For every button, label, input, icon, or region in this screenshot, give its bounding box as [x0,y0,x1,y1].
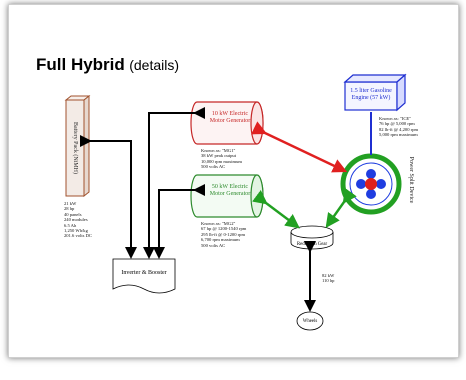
engine-spec: 5,000 rpm maximum [379,132,418,138]
mg2-label-line2: Motor Generator [209,191,251,197]
engine-specs: Known as: "ICE" 76 hp @ 5,000 rpm 82 lb-… [379,116,418,138]
mg2-label: 50 kW Electric Motor Generator [202,184,258,198]
mg2-label-line1: 50 kW Electric [211,184,249,190]
reduction-label: Reduction Gear [296,242,328,247]
inverter-label: Inverter & Booster [121,270,167,276]
mg2-specs: Known as: "MG2" 67 hp @ 1200-1540 rpm 29… [201,221,246,248]
title-sub: (details) [129,57,180,73]
mg2-known-as: Known as: "MG2" [201,221,236,226]
engine-spec: 82 lb-ft @ 4,200 rpm [379,126,419,132]
battery-spec: 1,250 Wh/kg [64,228,88,234]
red-arrow [251,121,348,173]
engine-known-as: Known as: "ICE" [379,116,412,121]
engine-box [343,73,407,112]
wheels-label: Wheels [302,319,318,324]
engine-label: 1.5 liter Gasoline Engine (57 kW) [345,88,397,102]
mg1-label-line1: 10 kW Electric [211,111,249,117]
mg2-spec: 295 lb-ft @ 0-1200 rpm [201,231,246,237]
mg2-spec: 6,700 rpm maximum [201,237,240,243]
reduction-spec: 110 hp [322,278,335,284]
mg1-label: 10 kW Electric Motor Generator [202,111,258,125]
battery-specs: 21 kW 28 hp 40 panels 240 modules 6.5 Ah… [64,201,92,239]
mg1-known-as: Known as: "MG1" [201,148,236,153]
slide-title: Full Hybrid (details) [36,55,179,75]
engine-label-line2: Engine (57 kW) [351,95,391,101]
title-main: Full Hybrid [36,55,125,74]
engine-label-line1: 1.5 liter Gasoline [350,88,392,94]
black-connectors [80,107,316,312]
mg2-spec: 500 volts AC [201,242,226,248]
engine-spec: 76 hp @ 5,000 rpm [379,121,415,127]
mg1-label-line2: Motor Generator [209,118,251,124]
mg1-spec: 500 volts AC [201,164,226,170]
battery-spec: 21 kW [64,201,77,206]
diagram-canvas [64,73,407,331]
battery-spec: 240 modules [64,217,88,223]
mg1-spec: 38 kW peak output [201,153,237,159]
diagram-slide: Full Hybrid (details) [8,4,459,358]
reduction-spec: 82 kW [322,273,335,278]
wheels-circle [296,311,324,331]
inverter-box [112,258,176,294]
power-split-label: Power Split Device [408,156,414,204]
mg1-specs: Known as: "MG1" 38 kW peak output 10,000… [201,148,242,170]
power-split-gear [340,153,402,215]
battery-spec: 201.6 volts DC [64,233,92,239]
battery-spec: 6.5 Ah [64,222,77,228]
reduction-gear [290,225,334,250]
battery-spec: 40 panels [64,211,82,217]
mg2-spec: 67 hp @ 1200-1540 rpm [201,226,247,232]
green-arrows [252,188,357,229]
battery-label: Battery Pack (NiMH) [72,122,78,174]
reduction-specs: 82 kW 110 hp [322,273,334,284]
mg1-spec: 10,000 rpm maximum [201,158,242,164]
battery-spec: 28 hp [64,206,75,212]
